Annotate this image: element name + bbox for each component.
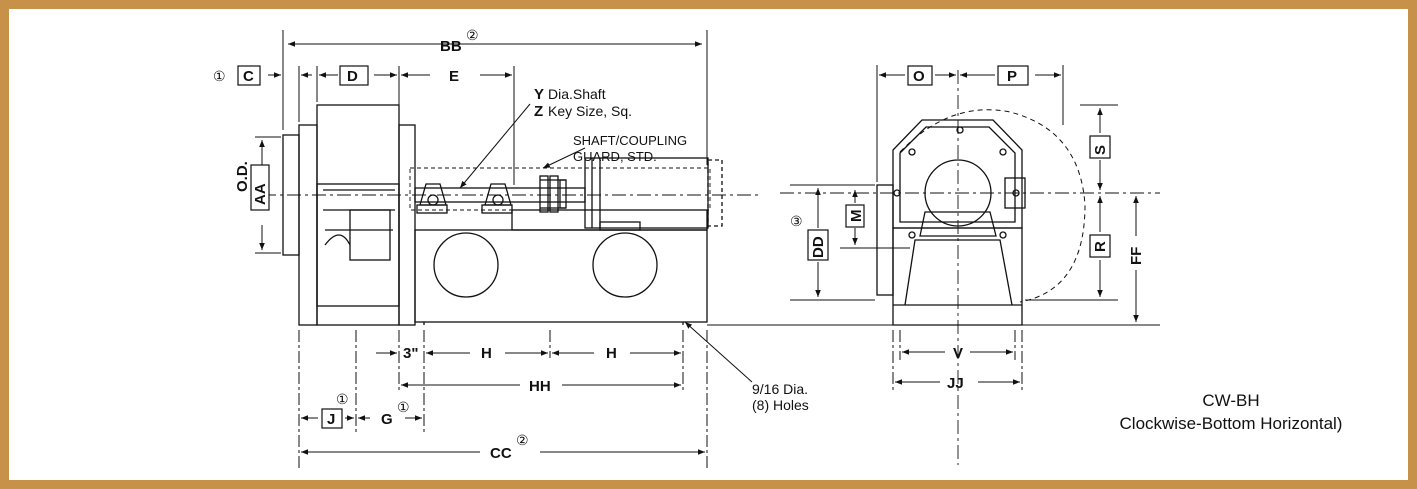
label-hh: HH (529, 378, 551, 395)
label-r: R (1092, 241, 1109, 252)
label-y: Y (534, 86, 544, 103)
note-2-bb: ② (466, 27, 479, 43)
label-h2: H (606, 345, 617, 362)
front-view-labels: O P S R FF M DD ③ V JJ (790, 68, 1145, 392)
label-j: J (327, 411, 335, 428)
guard-note-line1: SHAFT/COUPLING (573, 133, 687, 148)
label-ff: FF (1128, 247, 1145, 265)
front-view-dimensions (707, 65, 1160, 390)
side-view-labels: BB ② ① C D E O.D. AA Y Dia.Shaft Z Key S… (213, 27, 809, 462)
label-bb: BB (440, 38, 462, 55)
label-h1: H (481, 345, 492, 362)
label-d: D (347, 68, 358, 85)
label-boxes (237, 65, 1111, 429)
holes-note-line2: (8) Holes (752, 397, 809, 413)
label-od: O.D. (234, 161, 251, 192)
guard-note-line2: GUARD, STD. (573, 149, 657, 164)
label-o: O (913, 68, 925, 85)
label-cc: CC (490, 445, 512, 462)
label-dd: DD (810, 236, 827, 258)
note-1-g: ① (397, 399, 410, 415)
caption-description: Clockwise-Bottom Horizontal) (1120, 414, 1343, 433)
label-three-inch: 3" (403, 345, 418, 362)
label-z: Z (534, 103, 543, 120)
label-z-text: Key Size, Sq. (548, 103, 632, 119)
note-1-j: ① (336, 391, 349, 407)
note-2-cc: ② (516, 432, 529, 448)
label-m: M (848, 210, 865, 223)
side-view-dimensions (255, 30, 753, 470)
label-v: V (953, 345, 963, 362)
note-1-c: ① (213, 68, 226, 84)
label-c: C (243, 68, 254, 85)
caption-model: CW-BH (1202, 391, 1259, 410)
label-p: P (1007, 68, 1017, 85)
label-g: G (381, 411, 393, 428)
note-3-dd: ③ (790, 213, 803, 229)
side-view (262, 104, 760, 326)
label-s: S (1092, 145, 1109, 155)
label-e: E (449, 68, 459, 85)
holes-note-line1: 9/16 Dia. (752, 381, 808, 397)
caption: CW-BH Clockwise-Bottom Horizontal) (1120, 391, 1343, 433)
label-aa: AA (252, 183, 269, 205)
label-jj: JJ (947, 375, 964, 392)
front-view (780, 70, 1160, 465)
label-y-text: Dia.Shaft (548, 86, 606, 102)
